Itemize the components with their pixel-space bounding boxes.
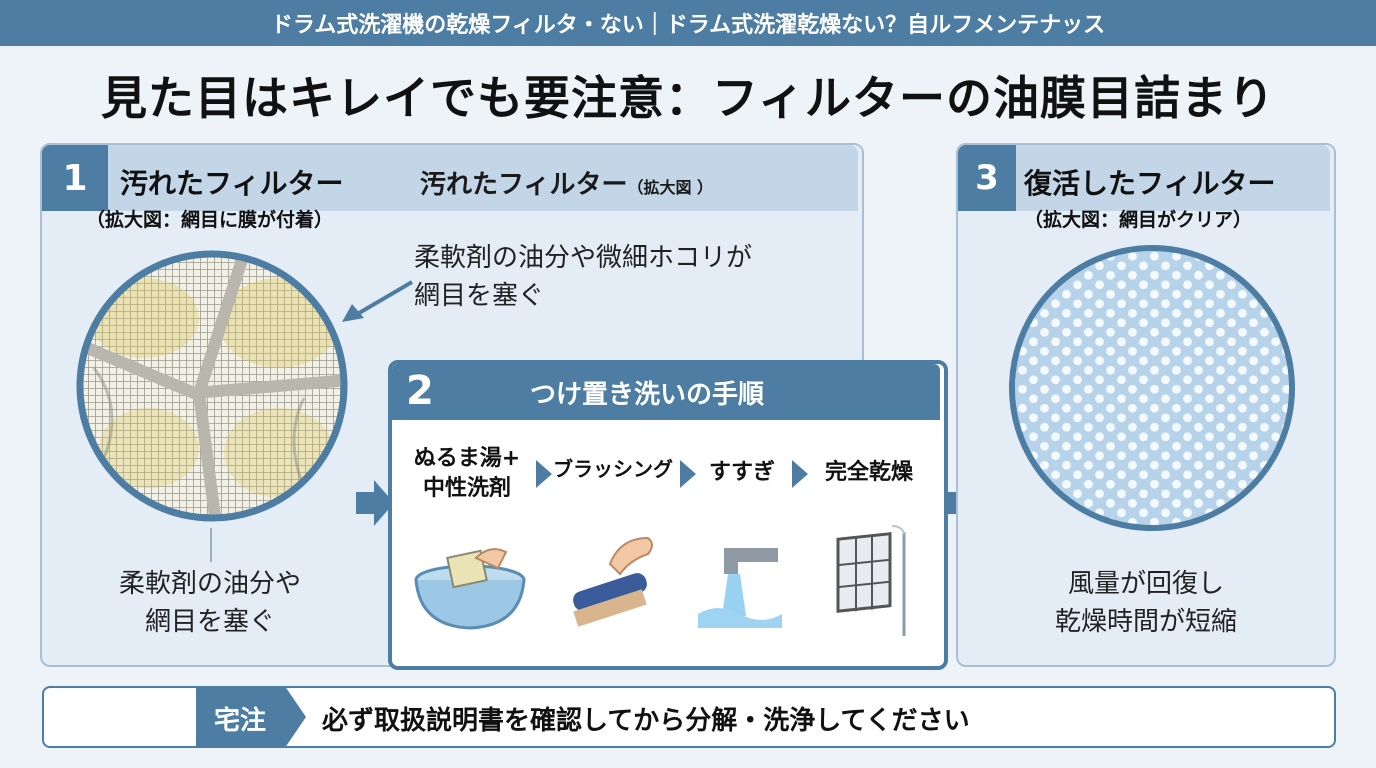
step-3-label: すすぎ: [708, 460, 775, 485]
callout-text: 柔軟剤の油分や微細ホコリが 網目を塞ぐ: [414, 240, 752, 315]
panel2-header: [392, 364, 940, 420]
arrow-right-icon: [356, 480, 394, 526]
callout-line-1: 柔軟剤の油分や微細ホコリが: [414, 243, 753, 273]
step-arrow-icon: [792, 460, 808, 488]
notice-text: 必ず取扱説明書を確認してから分解・洗浄してください: [322, 706, 970, 736]
panel1-title-b: 汚れたフィルター（拡大図 ）: [420, 164, 713, 201]
step-number-1: 1: [42, 145, 108, 211]
step-number-2: 2: [406, 368, 434, 414]
panel1-title: 汚れたフィルター: [120, 167, 344, 200]
panel3-caption-line-2: 乾燥時間が短縮: [1054, 606, 1237, 637]
panel3-caption-line-1: 風量が回復し: [1067, 569, 1224, 599]
step-arrow-icon: [680, 460, 696, 488]
panel1-title-b-main: 汚れたフィルター: [420, 170, 628, 200]
panel1-title-b-small: （拡大図 ）: [627, 178, 714, 197]
step-4-label: 完全乾燥: [824, 460, 913, 485]
panel1-caption-line-1: 柔軟剤の油分や: [118, 569, 301, 599]
clean-filter-magnified-image: [1009, 245, 1295, 531]
panel1-caption: 柔軟剤の油分や 網目を塞ぐ: [60, 566, 360, 641]
panel1-header: [42, 145, 858, 211]
panel1-caption-line-2: 網目を塞ぐ: [144, 606, 275, 637]
step-number-3: 3: [958, 145, 1016, 211]
notice-label-tag: [196, 688, 306, 746]
panel3-caption: 風量が回復し 乾燥時間が短縮: [980, 566, 1312, 641]
leader-line: [210, 528, 212, 562]
notice-label: 宅注: [214, 706, 267, 736]
callout-arrow-icon: [342, 280, 414, 322]
step-1-line-1: ぬるま湯+: [413, 446, 521, 471]
step-2-label: ブラッシング: [553, 457, 673, 481]
step-1-label: ぬるま湯+ 中性洗剤: [402, 444, 532, 503]
banner-title: ドラム式洗濯機の乾燥フィルタ・ない｜ドラム式洗濯乾燥ない？自ルフメンテナッス: [270, 13, 1106, 38]
panel3-subtitle: （拡大図：網目がクリア）: [1024, 209, 1253, 231]
basin-soak-icon: [414, 548, 526, 630]
filter-dry-icon: [836, 525, 906, 636]
dirty-filter-magnified-image: [76, 250, 348, 522]
callout-line-2: 網目を塞ぐ: [414, 280, 545, 311]
brush-icon: [573, 536, 653, 627]
panel1-subtitle: （拡大図：網目に膜が付着）: [86, 209, 334, 231]
page-headline: 見た目はキレイでも要注意：フィルターの油膜目詰まり: [100, 71, 1276, 125]
step-1-line-2: 中性洗剤: [422, 475, 511, 501]
top-banner: ドラム式洗濯機の乾燥フィルタ・ない｜ドラム式洗濯乾燥ない？自ルフメンテナッス: [0, 0, 1376, 46]
panel3-title: 復活したフィルター: [1024, 167, 1276, 200]
panel2-title: つけ置き洗いの手順: [530, 380, 765, 410]
step-arrow-icon: [536, 460, 552, 488]
panel3-header: [958, 145, 1330, 211]
faucet-icon: [698, 548, 782, 628]
